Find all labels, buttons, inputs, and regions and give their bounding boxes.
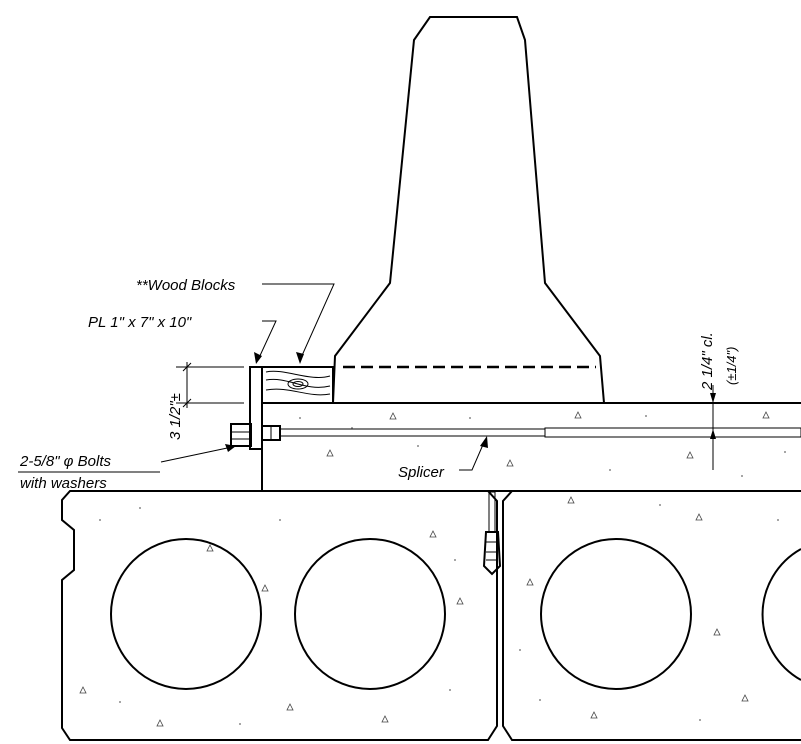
height-dimension	[176, 362, 244, 408]
bolts-label-line1: 2-5/8" φ Bolts	[19, 453, 111, 470]
bolts-label-line2: with washers	[20, 475, 107, 492]
concrete-stipple	[79, 411, 786, 727]
plate-leader	[254, 320, 277, 364]
wood-blocks	[261, 366, 334, 404]
hollow-core-slab-right	[502, 490, 801, 741]
wood-blocks-label: **Wood Blocks	[136, 277, 236, 294]
splicer-leader	[459, 436, 488, 471]
clearance-dimension-label: 2 1/4" cl.	[699, 332, 716, 391]
clearance-tolerance-label: (±1/4")	[724, 347, 739, 385]
bolts-leader	[160, 444, 236, 463]
bolt-with-washers	[230, 423, 281, 447]
splicer-rod	[279, 427, 801, 438]
wood-blocks-leader	[262, 283, 335, 364]
hollow-core-slab-left	[61, 490, 498, 741]
concrete-barrier	[331, 16, 606, 404]
slab-shear-key	[482, 491, 502, 576]
height-dimension-label: 3 1/2"±	[167, 393, 184, 440]
splicer-label: Splicer	[398, 464, 445, 481]
plate-label: PL 1" x 7" x 10"	[88, 314, 192, 331]
deck-slab	[261, 402, 801, 492]
clearance-dimension	[710, 385, 716, 470]
